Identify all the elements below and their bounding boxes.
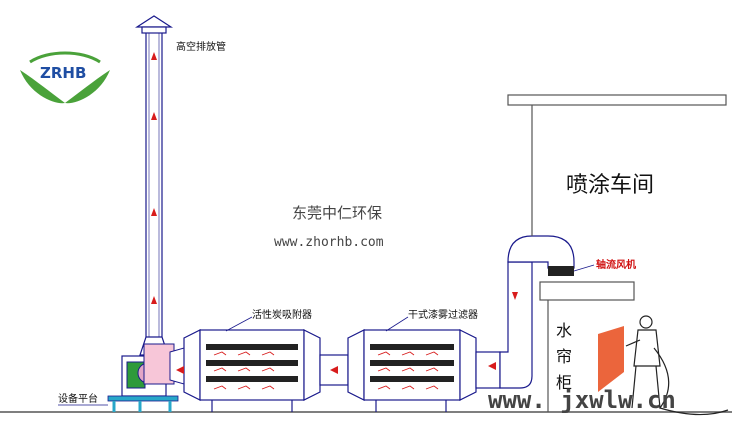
dry-filter (347, 329, 477, 412)
carbon-adsorber (183, 329, 321, 412)
logo-arc-icon (29, 51, 101, 64)
water-curtain-label-2: 帘 (556, 347, 572, 366)
logo-leaf-icon (65, 70, 110, 104)
spray-worker-icon (625, 315, 729, 416)
water-curtain-label-3: 柜 (556, 373, 572, 392)
bottom-url: www. jxwlw.cn (488, 386, 676, 414)
dry-filter-label: 干式漆雾过滤器 (408, 308, 478, 321)
flow-arrow-icon (176, 292, 518, 374)
spray-booth (507, 94, 727, 412)
logo-text: ZRHB (40, 64, 86, 82)
water-curtain-label-1: 水 (556, 321, 572, 340)
flow-arrow-icon (213, 351, 439, 390)
logo: ZRHB (20, 51, 110, 104)
stack-label: 高空排放管 (176, 40, 226, 53)
axial-fan-label: 轴流风机 (596, 258, 636, 271)
inlet-duct (475, 235, 575, 389)
watermark-website: www.zhorhb.com (274, 235, 384, 250)
exhaust-stack (134, 15, 174, 356)
main-fan (121, 343, 185, 397)
platform-label: 设备平台 (58, 392, 98, 405)
watermark-company: 东莞中仁环保 (292, 204, 382, 222)
booth-room-label: 喷涂车间 (566, 173, 654, 198)
carbon-adsorber-label: 活性炭吸附器 (252, 308, 312, 321)
spray-cone (598, 326, 624, 392)
flow-arrow-icon (151, 52, 157, 304)
logo-leaf-icon (20, 70, 65, 104)
equipment-platform (107, 395, 179, 412)
axial-fan-block (548, 266, 574, 276)
